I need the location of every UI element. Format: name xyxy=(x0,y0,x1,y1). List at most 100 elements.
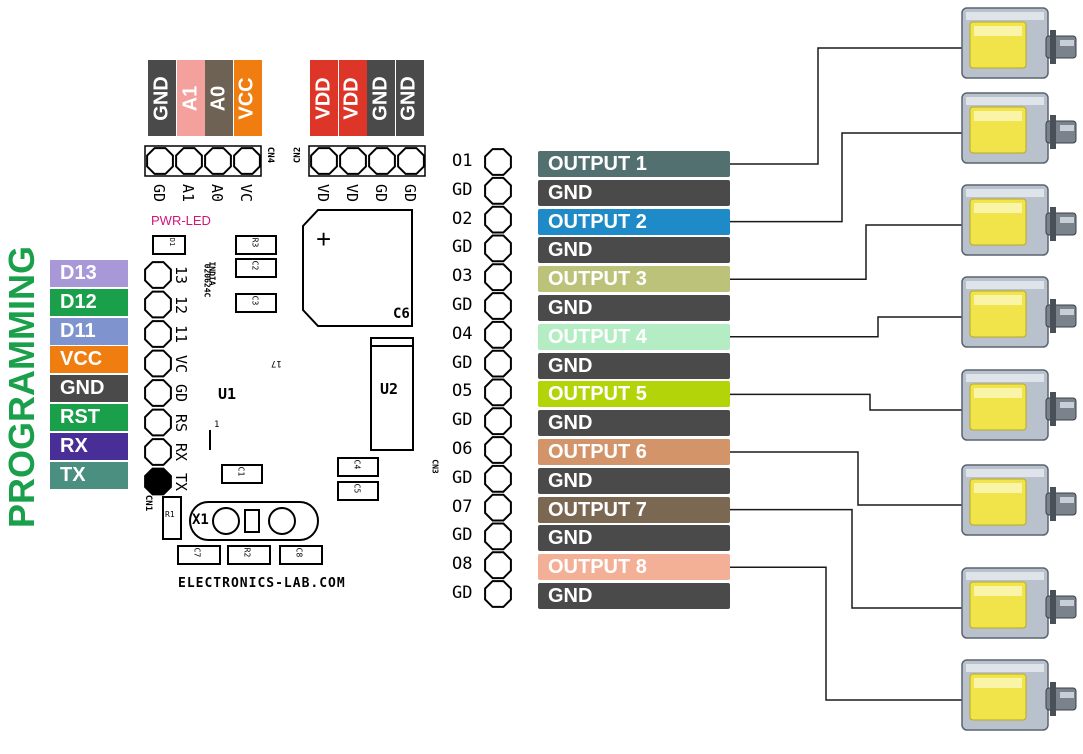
solenoid-plunger-ring xyxy=(1050,392,1056,426)
cn3-pin-label: GD xyxy=(452,352,473,373)
solenoid-7 xyxy=(961,567,1077,639)
x1-crystal-outline xyxy=(189,501,319,541)
cn3-name: CN3 xyxy=(430,459,440,474)
solenoid-coil-highlight xyxy=(974,586,1022,596)
cn4-label-3: VCC xyxy=(233,60,262,136)
board-country: INDIA xyxy=(207,261,217,286)
output-label-2: OUTPUT 2 xyxy=(538,208,730,235)
ic-pin1-marker: 1 xyxy=(214,420,220,430)
cn3-pin-label: O7 xyxy=(452,496,473,517)
r1-label: R1 xyxy=(165,510,175,519)
cn1-pad xyxy=(144,467,172,496)
cn2-header-pads xyxy=(308,145,426,177)
solenoid-frame-highlight xyxy=(966,374,1044,382)
solenoid-frame-highlight xyxy=(966,97,1044,105)
cn2-pad xyxy=(397,147,425,175)
cn2-pad xyxy=(339,147,367,175)
programming-pin-gnd: GND xyxy=(50,375,128,403)
wire-2 xyxy=(730,132,962,223)
output-wires xyxy=(730,47,962,701)
c8-footprint xyxy=(279,545,323,565)
r2-label: R2 xyxy=(242,547,252,558)
output-label-6: OUTPUT 6 xyxy=(538,439,730,465)
c7-label: C7 xyxy=(192,547,202,558)
cn4-outline xyxy=(144,145,262,177)
cn4-pad xyxy=(175,147,203,175)
output-label-7: OUTPUT 7 xyxy=(538,496,730,523)
cn3-pin-label: GD xyxy=(452,179,473,200)
x1-center xyxy=(244,509,260,533)
cn2-label-3: GND xyxy=(395,60,424,136)
cn3-pin-label: GD xyxy=(452,410,473,431)
c6-capacitor-outline xyxy=(302,209,413,327)
cn4-label-text: A1 xyxy=(178,85,201,111)
cn3-pad xyxy=(484,580,512,608)
cn3-pin-label: O1 xyxy=(452,151,473,171)
programming-pin-tx: TX xyxy=(50,461,128,489)
gnd-label: GND xyxy=(538,410,730,437)
pwr-led-label: PWR-LED xyxy=(151,213,211,228)
solenoid-plunger-highlight xyxy=(1060,402,1074,408)
solenoid-plunger-ring xyxy=(1050,682,1056,716)
cn1-pad xyxy=(144,261,172,289)
cn4-label-text: GND xyxy=(150,75,173,121)
cn3-pad xyxy=(484,493,512,522)
cn3-pad xyxy=(484,292,512,320)
cn3-pad xyxy=(484,320,512,349)
cn1-pin-label: 13 xyxy=(172,265,191,285)
wire-7 xyxy=(730,508,962,609)
brand-label: ELECTRONICS-LAB.COM xyxy=(178,576,346,591)
solenoid-4 xyxy=(961,276,1077,348)
solenoid-plunger-highlight xyxy=(1060,217,1074,223)
cn1-pin-label: TX xyxy=(172,472,191,491)
output-label-4: OUTPUT 4 xyxy=(538,323,730,350)
u2-regulator-outline xyxy=(370,337,414,451)
cn1-pin-label: GD xyxy=(172,383,191,403)
cn3-pin-label: O6 xyxy=(452,439,473,459)
i7-label: 17 xyxy=(271,358,282,368)
u1-label: U1 xyxy=(218,385,237,403)
cn4-header-pads xyxy=(144,145,262,177)
solenoid-plunger-ring xyxy=(1050,30,1056,64)
cn2-label-text: VDD xyxy=(341,76,364,120)
cn4-pad xyxy=(204,147,232,175)
cn1-pad xyxy=(144,349,172,378)
cn2-pin-label: VD xyxy=(314,183,333,203)
programming-title: PROGRAMMING xyxy=(1,246,42,528)
output-label-1: OUTPUT 1 xyxy=(538,151,730,177)
c4-footprint xyxy=(337,457,379,477)
solenoid-plunger-highlight xyxy=(1060,497,1074,503)
solenoid-plunger-highlight xyxy=(1060,309,1074,315)
cn2-label-text: VDD xyxy=(312,76,335,120)
gnd-label: GND xyxy=(538,352,730,379)
gnd-label: GND xyxy=(538,179,730,206)
cn2-label-0: VDD xyxy=(310,60,338,136)
cn4-pad xyxy=(146,147,174,175)
cn3-pad xyxy=(484,176,512,205)
solenoid-plunger-ring xyxy=(1050,590,1056,624)
gnd-label: GND xyxy=(538,583,730,609)
cn3-pad xyxy=(484,407,512,436)
wire-1 xyxy=(730,47,962,165)
solenoid-frame-highlight xyxy=(966,572,1044,580)
cn3-pin-label: GD xyxy=(452,237,473,258)
cn3-pad xyxy=(484,522,512,551)
solenoid-6 xyxy=(961,464,1077,536)
cn1-pad xyxy=(144,379,172,407)
r3-footprint xyxy=(235,235,277,255)
c1-label: C1 xyxy=(236,466,246,477)
cn3-pin-label: GD xyxy=(452,583,473,603)
c6-plus-mark: + xyxy=(316,224,332,254)
programming-pin-rst: RST xyxy=(50,404,128,431)
cn3-pad xyxy=(484,551,512,580)
programming-pin-d13: D13 xyxy=(50,260,128,287)
cn1-pin-label: RX xyxy=(172,442,191,462)
cn4-label-2: A0 xyxy=(205,60,233,136)
cn3-pad xyxy=(484,349,512,378)
cn1-name: CN1 xyxy=(143,494,154,512)
cn4-label-text: VCC xyxy=(236,76,259,120)
solenoid-coil-highlight xyxy=(974,388,1022,398)
programming-pin-d11: D11 xyxy=(50,317,128,345)
solenoid-plunger-highlight xyxy=(1060,125,1074,131)
solenoid-8 xyxy=(961,659,1077,731)
